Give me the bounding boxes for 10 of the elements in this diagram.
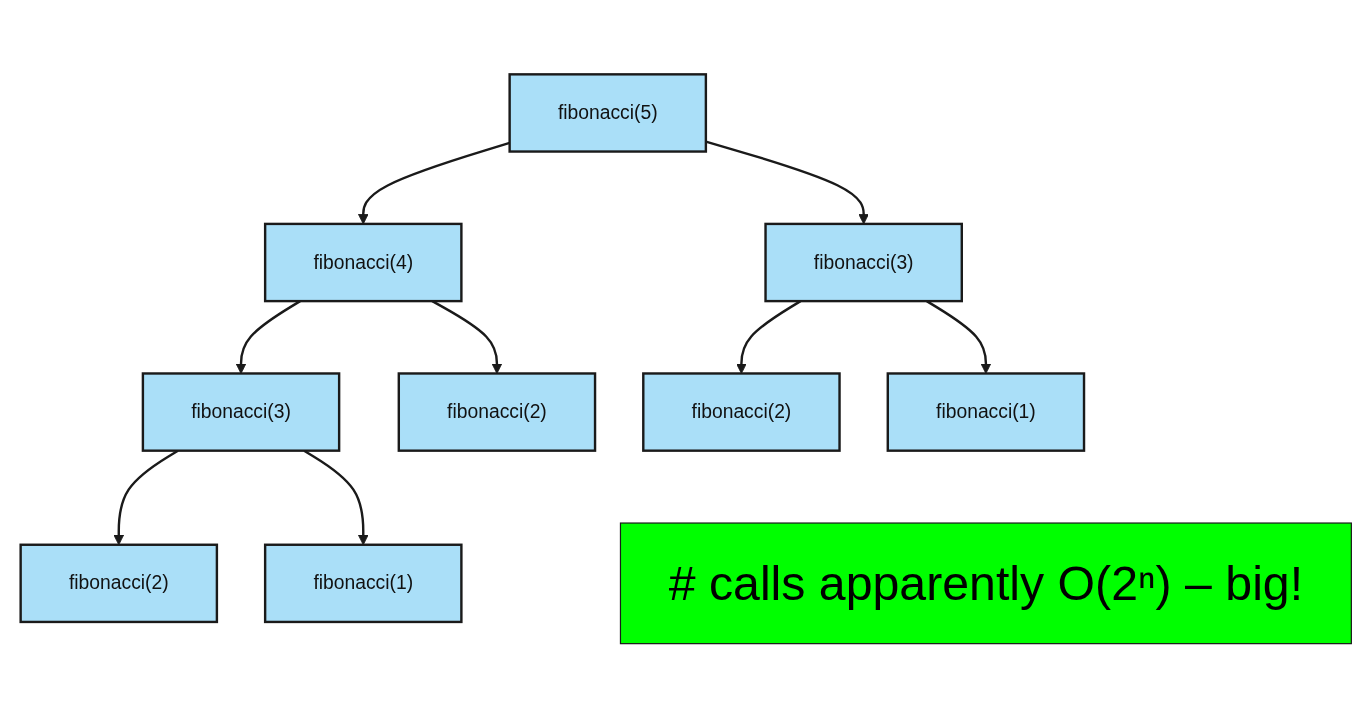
node-box: fibonacci(3) [763, 222, 963, 303]
node-box: fibonacci(2) [641, 372, 841, 452]
node-box: fibonacci(4) [263, 222, 463, 303]
node-box: fibonacci(2) [397, 372, 596, 452]
node-box: fibonacci(3) [141, 372, 340, 452]
node-box: fibonacci(2) [18, 543, 218, 624]
node-box: fibonacci(1) [886, 372, 1085, 452]
node-box: fibonacci(1) [263, 543, 463, 624]
node-box: # calls apparently O(2ⁿ) – big! [619, 522, 1352, 645]
node-box: fibonacci(5) [507, 73, 707, 153]
